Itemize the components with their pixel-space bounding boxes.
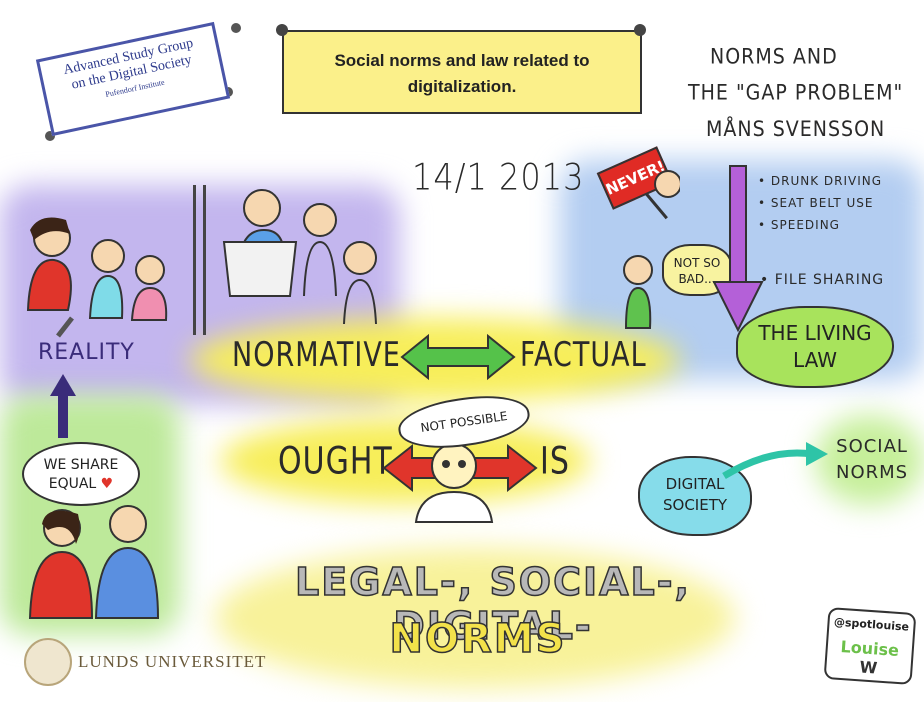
behavior-list: • DRUNK DRIVING • SEAT BELT USE • SPEEDI… — [758, 170, 882, 236]
purple-down-arrow — [712, 165, 764, 333]
social-norms-line-1: SOCIAL — [836, 436, 908, 457]
signature-name: Louise — [840, 636, 900, 661]
pin-icon — [231, 23, 241, 33]
listener-body — [303, 240, 337, 297]
teal-arrow — [722, 442, 828, 479]
banner-line-1: Social norms and law related to — [334, 51, 590, 70]
ought-label: OUGHT — [278, 439, 393, 484]
banner-line-2: digitalization. — [407, 77, 517, 96]
arrow-head — [806, 442, 828, 466]
date: 14/1 2013 — [412, 155, 585, 199]
people-right — [623, 170, 680, 329]
cyan-figure — [88, 274, 124, 319]
red-figure — [26, 258, 72, 311]
not-possible-label: NOT POSSIBLE — [419, 408, 509, 436]
hair — [30, 217, 70, 240]
title-banner: Social norms and law related to digitali… — [282, 30, 642, 114]
relaxed-face-icon — [623, 255, 653, 285]
norms-word: NORMS — [389, 615, 567, 663]
double-arrow-icon — [400, 333, 516, 381]
listener-face-icon — [343, 241, 377, 275]
face-icon — [135, 255, 165, 285]
not-so-bad-line-1: NOT SO — [673, 256, 721, 270]
signature-box: @spotlouise Louise W — [823, 607, 917, 685]
not-so-bad-line-2: BAD... — [678, 272, 716, 286]
confused-face-icon — [431, 443, 477, 489]
banner-pin-right — [634, 24, 646, 36]
green-shirt — [624, 286, 652, 329]
is-label: IS — [540, 439, 570, 484]
university-seal-icon — [24, 638, 72, 686]
signature-initial: W — [859, 657, 878, 678]
listener-face-icon — [303, 203, 337, 237]
lecture-scene — [222, 189, 377, 325]
living-law-line-2: LAW — [793, 348, 837, 372]
arrow-shaft — [729, 165, 747, 285]
gap-heading: NORMS AND THE "GAP PROBLEM" MÅNS SVENSSO… — [688, 39, 918, 148]
signature-handle: @spotlouise — [833, 615, 910, 634]
factual-label: FACTUAL — [520, 336, 647, 375]
social-norms-label: SOCIAL NORMS — [836, 434, 908, 486]
norms-title-line-1: LEGAL-, SOCIAL-, DIGITAL- — [258, 559, 728, 649]
heading-line-3: MÅNS SVENSSON — [706, 117, 886, 142]
crowd-scene — [26, 217, 168, 338]
red-friend — [28, 550, 94, 619]
living-law-cloud: THE LIVING LAW — [736, 306, 894, 388]
banner-pin-left — [276, 24, 288, 36]
navy-up-arrow — [50, 374, 76, 438]
heart-icon: ♥ — [96, 476, 114, 492]
university-name: LUNDS UNIVERSITET — [78, 652, 267, 671]
green-wash-social — [815, 415, 924, 505]
speaker-face-icon — [243, 189, 281, 227]
face-icon — [109, 505, 147, 543]
list-item: • DRUNK DRIVING — [758, 174, 883, 188]
social-norms-line-2: NORMS — [836, 462, 909, 483]
we-share-bubble: WE SHARE EQUAL ♥ — [22, 442, 140, 506]
friends-scene — [28, 505, 160, 619]
digital-society-line-2: SOCIETY — [662, 496, 728, 514]
hair — [42, 510, 80, 544]
file-sharing-item: • FILE SHARING — [760, 272, 885, 288]
digital-society-line-1: DIGITAL — [665, 475, 725, 493]
confused-person — [414, 443, 494, 523]
face-icon — [91, 239, 125, 273]
stick — [56, 316, 74, 338]
crossed-arms — [414, 490, 494, 523]
arrow-head — [712, 281, 764, 333]
norms-title-text: LEGAL-, SOCIAL-, DIGITAL- — [294, 559, 691, 649]
pink-figure — [130, 286, 168, 321]
heading-line-2: THE "GAP PROBLEM" — [688, 80, 904, 106]
divider-line — [203, 185, 206, 335]
angry-face-icon — [654, 170, 680, 198]
blue-friend — [94, 546, 160, 619]
living-law-line-1: THE LIVING — [758, 321, 872, 345]
heading-line-1: NORMS AND — [710, 44, 838, 69]
yellow-wash-bottom — [215, 548, 735, 688]
arrow-head — [50, 374, 76, 396]
laptop-icon — [222, 241, 298, 297]
norms-title-line-2: NORMS — [388, 615, 568, 663]
reality-label: REALITY — [38, 340, 135, 365]
arrow-shaft — [722, 449, 813, 479]
list-item: • SEAT BELT USE — [758, 196, 874, 210]
list-item: • SPEEDING — [758, 218, 840, 232]
green-double-arrow — [400, 333, 516, 381]
we-share-line-1: WE SHARE — [43, 457, 119, 473]
we-share-line-2: EQUAL — [48, 476, 97, 492]
normative-label: NORMATIVE — [232, 336, 401, 375]
arrow-shaft — [58, 394, 68, 438]
divider-line — [193, 185, 196, 335]
listener-body — [343, 278, 377, 325]
